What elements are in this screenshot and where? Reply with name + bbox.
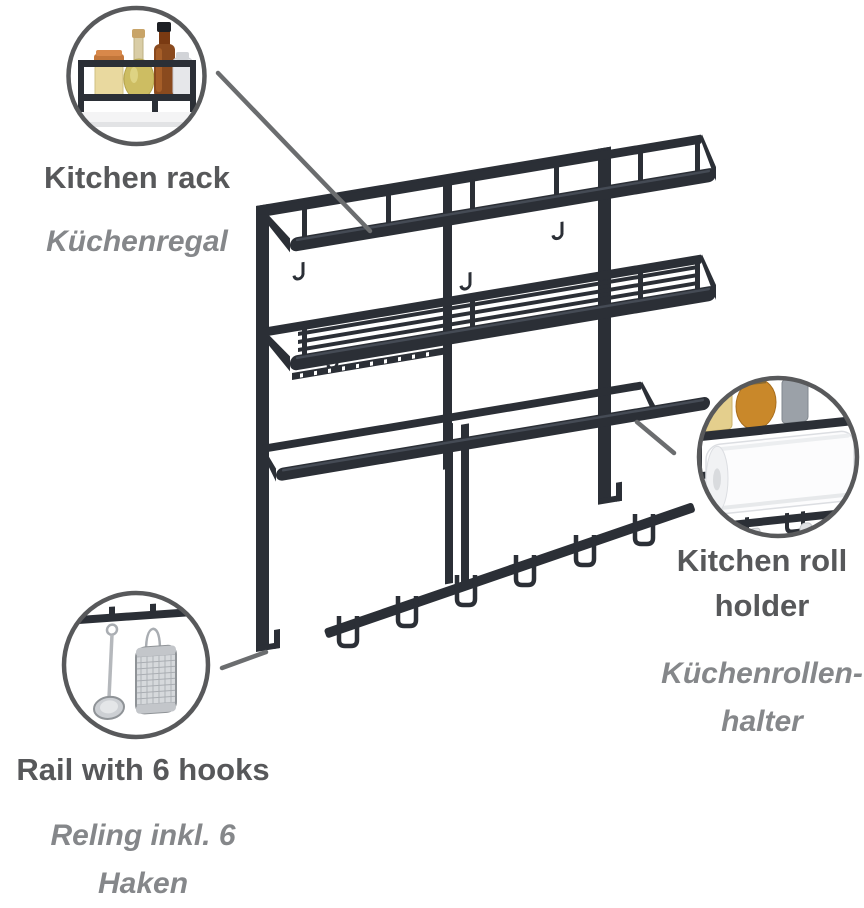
spice-jar-icon [94,50,124,99]
callout-roll-holder-photo [699,378,857,536]
hook [513,555,537,588]
label-roll-holder-de-line2: halter [721,705,803,738]
slatted-shelf [262,254,716,380]
shelf-slat [298,265,698,336]
spice-jars-icon [699,378,809,433]
callout-circle [61,590,211,740]
callout-circle [696,375,860,539]
oil-bottle-icon [123,29,155,100]
callout-roll-holder [696,375,860,539]
label-roll-holder-en-line2: holder [714,588,810,623]
salt-shaker-icon [172,52,193,97]
mini-shelf-icon [68,60,196,127]
basket-back-rim [262,134,702,217]
kitchen-roll-icon [705,430,855,515]
label-roll-holder: Kitchen roll holder Küchenrollen- halter [637,538,864,746]
small-hanging-hook-icon [551,221,564,241]
wall-mount-hook [256,628,280,653]
small-hanging-hook-icon [292,261,305,281]
label-hook-rail-de-line1: Reling inkl. 6 [50,819,236,852]
hook [336,616,360,649]
hook-rail [324,502,695,649]
lower-support-post [445,423,453,585]
shelf-slat [298,281,698,352]
leader-line-roll-holder [634,419,677,456]
callout-circle [66,5,207,147]
hook [454,575,478,608]
measuring-spoon-icon [93,623,125,720]
leader-line-kitchen-rack [215,70,373,234]
label-hook-rail: Rail with 6 hooks Reling inkl. 6 Haken [3,747,283,908]
wall-mount-hook [598,481,622,505]
shelf-front-rim [290,286,716,371]
label-hook-rail-en: Rail with 6 hooks [16,752,270,787]
label-clip-strip [292,346,452,380]
hook [573,535,597,568]
rail-bar [64,606,208,626]
frame-left-post [256,203,269,652]
small-hanging-hook-icon [459,271,472,291]
shelf-back-rim [262,254,702,337]
label-kitchen-rack-de: Küchenregal [46,225,228,258]
mesh-grater-icon [135,627,177,715]
hook-clip [109,606,115,616]
label-hook-rail-de-line2: Haken [97,867,189,900]
callout-kitchen-rack [66,5,207,147]
hook [632,514,656,547]
lower-support-post [461,423,469,585]
hook-clip [150,603,156,614]
hook [395,596,419,629]
label-roll-holder-de-line1: Küchenrollen- [661,657,863,690]
label-roll-holder-en-line1: Kitchen roll [676,543,848,578]
basket-front-rim [290,168,716,252]
roll-rail-back [262,381,642,453]
callout-hook-rail [61,590,211,740]
shelf-bar [699,414,857,443]
leader-line-hook-rail [219,649,269,671]
label-kitchen-rack: Kitchen rack Küchenregal [12,155,262,266]
sauce-bottle-icon [154,22,175,98]
kitchen-roll-rail [262,381,710,482]
callout-hook-rail-photo [64,603,208,720]
callout-kitchen-rack-photo [68,22,196,127]
shelf-slat [298,273,698,344]
kitchen-rack-product [256,134,716,653]
label-kitchen-rack-en: Kitchen rack [43,160,231,195]
top-basket-shelf [262,134,716,253]
